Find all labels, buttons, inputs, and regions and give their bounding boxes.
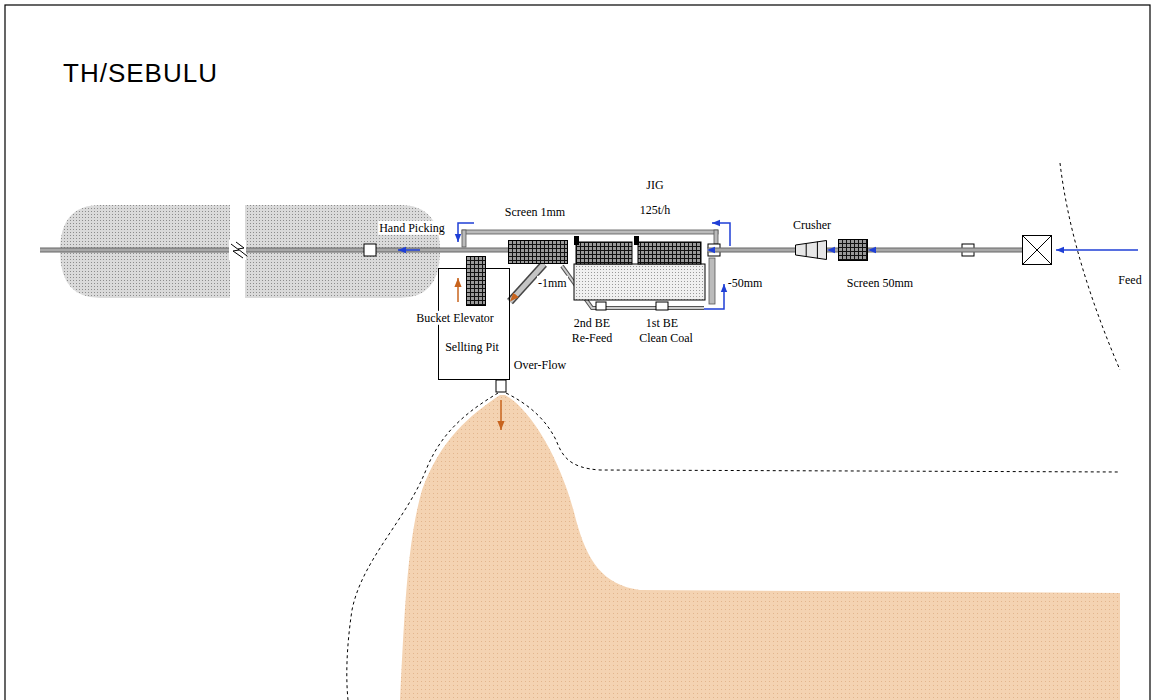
hopper-cross <box>1023 236 1051 264</box>
node-label: Feed <box>1117 273 1142 287</box>
conveyor <box>707 250 795 251</box>
flow-label: Hand Picking <box>378 221 446 235</box>
return-conveyor <box>462 230 718 234</box>
screen-box: Screen 1mm <box>508 240 568 264</box>
conveyor <box>40 248 508 253</box>
flow-label: -50mm <box>727 276 764 290</box>
conveyor-body <box>827 249 838 252</box>
lift-arrow <box>457 278 459 302</box>
conveyor-body <box>868 249 1022 252</box>
conveyor-outline <box>827 248 838 253</box>
overflow-arrow <box>500 400 502 430</box>
area-boundary <box>1060 163 1120 370</box>
crusher: Crusher <box>795 240 827 260</box>
flow-arrow <box>712 223 730 246</box>
settling-pit: Sellting PitBucket Elevator <box>438 268 510 380</box>
overflow-pipe <box>496 380 506 392</box>
bucket-elevator <box>709 258 715 304</box>
screen-deck <box>839 240 868 261</box>
break-gap <box>229 240 246 260</box>
break-symbol <box>236 242 247 256</box>
transfer-point <box>364 244 376 256</box>
screen-deck <box>467 257 486 306</box>
flow-label: Re-Feed <box>571 331 614 345</box>
flow-label: 1st BE <box>645 316 679 330</box>
jig-cell <box>576 242 632 264</box>
bucket-elevator-shape <box>466 256 486 306</box>
diagram-title: TH/SEBULU <box>63 58 218 89</box>
node-label: Crusher <box>792 218 832 232</box>
node-label: Screen 50mm <box>846 276 914 290</box>
screen-box: Screen 50mm <box>838 239 868 261</box>
jig-outlet <box>656 302 668 310</box>
conveyor <box>40 249 508 252</box>
flow-arrow <box>458 223 474 242</box>
flow-label: Clean Coal <box>638 331 694 345</box>
conveyor-outline <box>868 248 1022 253</box>
flow-label: Over-Flow <box>513 358 567 372</box>
jig-cell <box>638 242 701 264</box>
jig-bed <box>574 264 705 300</box>
node-label: Bucket Elevator <box>415 311 495 325</box>
feed-arrow <box>1056 249 1138 251</box>
feed-hopper: Feed <box>1022 235 1052 265</box>
screen-deck <box>509 241 568 264</box>
jig-box: JIG125t/h <box>572 238 707 302</box>
conveyor <box>827 250 838 251</box>
jig-box-shape <box>572 238 707 302</box>
area-boundary <box>506 393 1120 472</box>
conveyor <box>868 250 1022 251</box>
frame <box>5 5 1150 700</box>
screen-box-shape <box>508 240 568 264</box>
node-label: JIG <box>645 178 664 192</box>
crusher-shape <box>795 240 827 260</box>
feed-hopper-shape <box>1022 235 1052 265</box>
node-label: Screen 1mm <box>504 205 566 219</box>
jig-outlet <box>596 302 606 310</box>
hopper-box <box>1023 236 1052 265</box>
flow-arrow <box>703 284 724 309</box>
tailings-area <box>400 395 1120 700</box>
conveyor-outline <box>707 248 795 253</box>
jig-gate <box>574 236 579 245</box>
return-conveyor <box>462 230 466 247</box>
crusher-body <box>796 241 827 260</box>
return-conveyor <box>714 230 718 244</box>
screen-box-shape <box>838 239 868 261</box>
bucket-elevator: Bucket Elevator <box>466 256 486 306</box>
crusher-detail <box>806 242 817 259</box>
conveyor-body <box>707 249 795 252</box>
edge-label: -1mm <box>537 276 568 290</box>
flow-label: 2nd BE <box>573 316 611 330</box>
node-label: 125t/h <box>639 203 672 217</box>
area-boundary <box>347 393 498 700</box>
jig-gate <box>634 236 639 245</box>
node-label: Sellting Pit <box>444 340 500 354</box>
flow-arrow <box>398 249 420 251</box>
